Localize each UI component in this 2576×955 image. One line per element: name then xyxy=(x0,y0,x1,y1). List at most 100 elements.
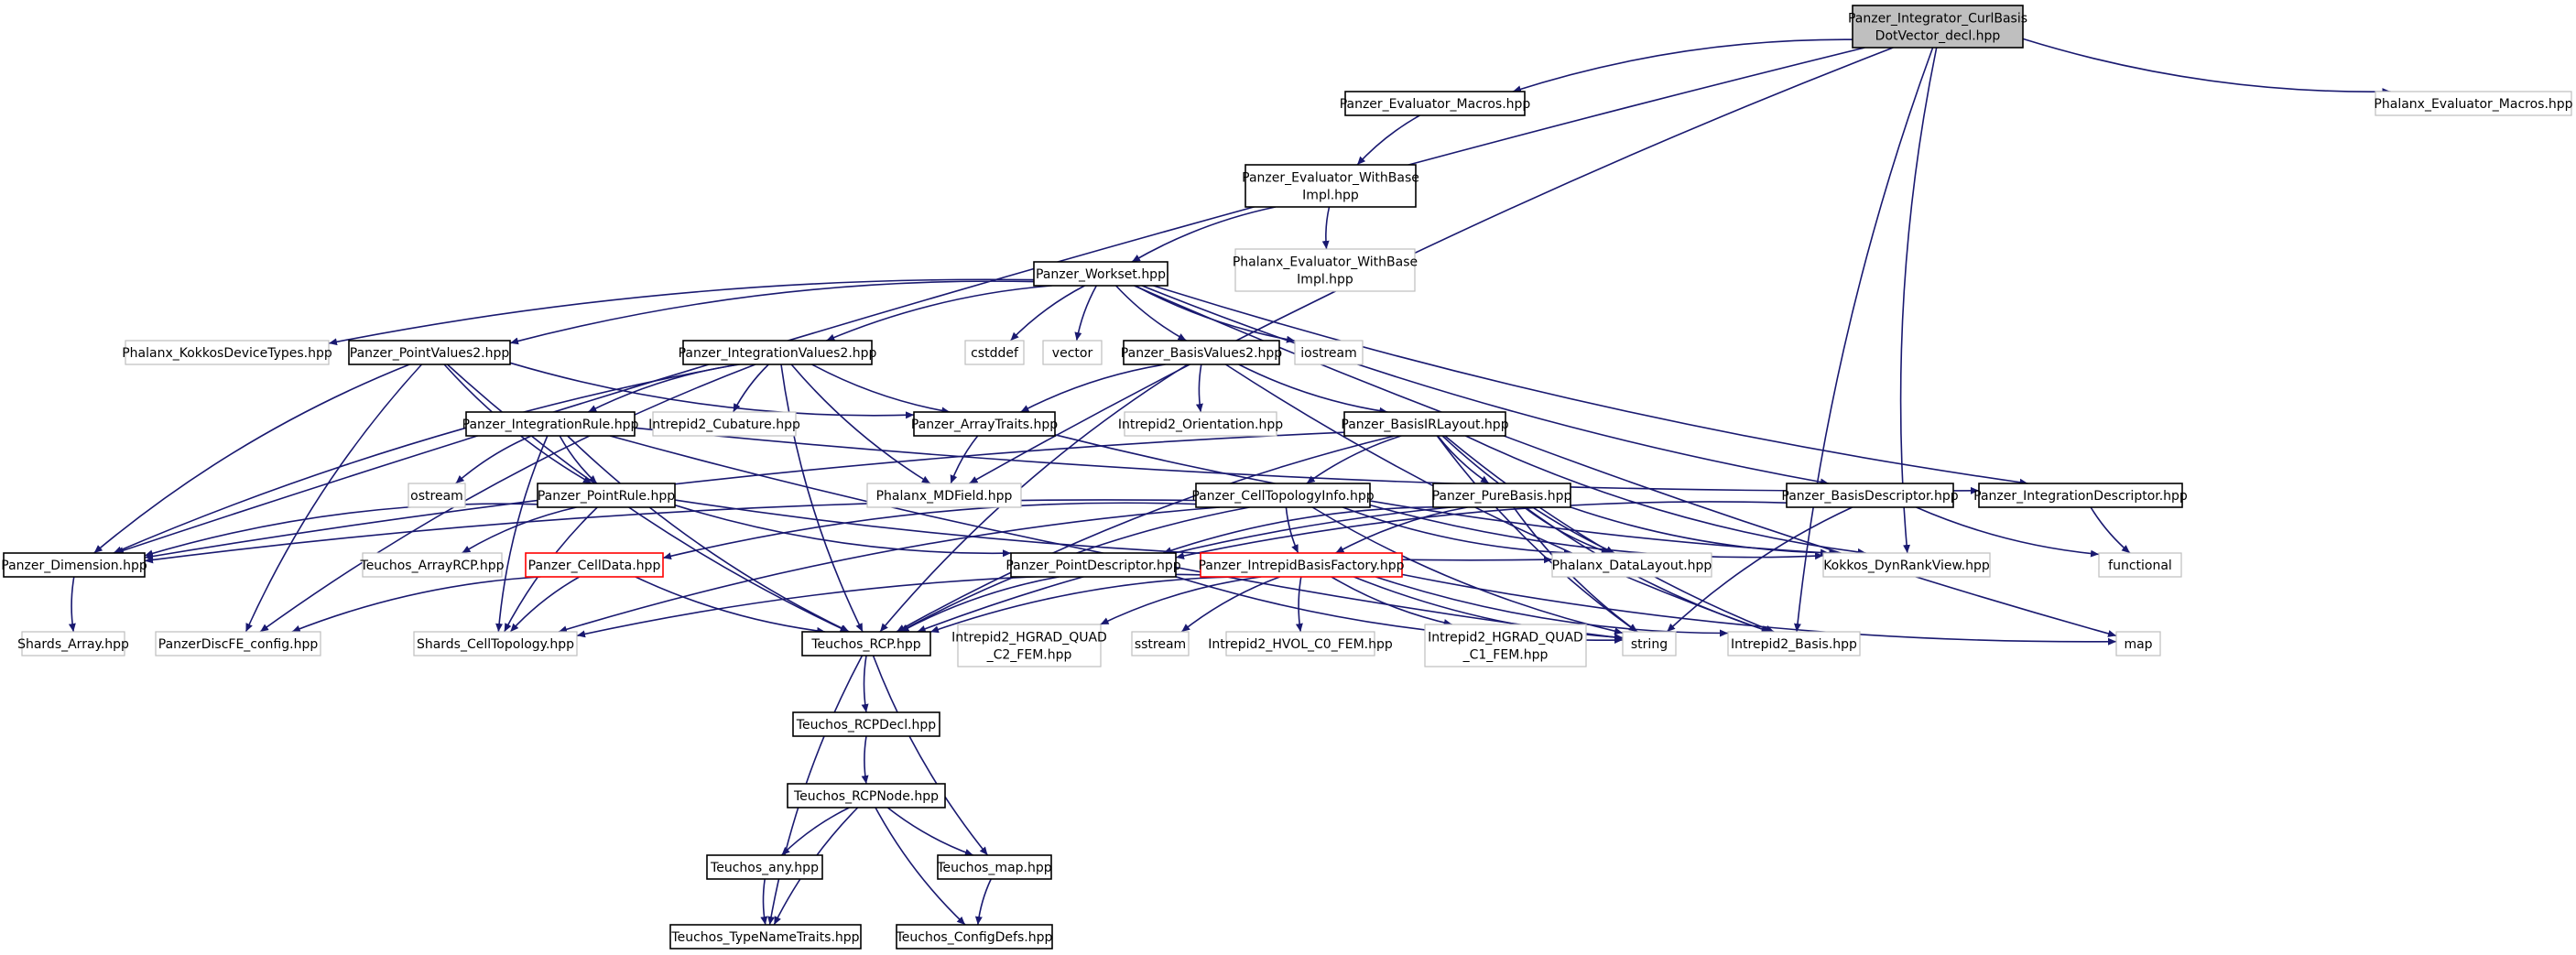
node-bv2[interactable]: Panzer_BasisValues2.hpp xyxy=(1121,340,1283,365)
node-tcfg[interactable]: Teuchos_ConfigDefs.hpp xyxy=(896,924,1053,950)
node-label: Panzer_IntegrationDescriptor.hpp xyxy=(1973,489,2188,504)
node-datalay: Phalanx_DataLayout.hpp xyxy=(1551,552,1712,578)
node-tntr[interactable]: Teuchos_TypeNameTraits.hpp xyxy=(669,924,862,950)
node-arrtr[interactable]: Panzer_ArrayTraits.hpp xyxy=(911,411,1058,437)
node-pv2[interactable]: Panzer_PointValues2.hpp xyxy=(348,340,511,365)
edge-ibf-to-hvol xyxy=(1295,576,1303,633)
node-label: Phalanx_Evaluator_Macros.hpp xyxy=(2374,97,2572,112)
node-celldata[interactable]: Panzer_CellData.hpp xyxy=(525,552,664,578)
node-label: Phalanx_MDField.hpp xyxy=(876,489,1013,504)
node-box-cstddef xyxy=(964,340,1025,365)
node-label: Intrepid2_HGRAD_QUAD xyxy=(1428,631,1583,646)
node-box-arcp xyxy=(362,552,503,578)
node-hvol: Intrepid2_HVOL_C0_FEM.hpp xyxy=(1208,631,1393,657)
node-ibf[interactable]: Panzer_IntrepidBasisFactory.hpp xyxy=(1198,552,1405,578)
node-box-phevwb xyxy=(1234,248,1416,292)
edge-irule-to-rcp xyxy=(567,435,850,633)
edge-iv2-to-rcp xyxy=(780,364,864,633)
edge-pbasis-to-pdesc xyxy=(1163,506,1434,554)
edge-bdesc-to-string xyxy=(1666,506,1853,633)
node-tany[interactable]: Teuchos_any.hpp xyxy=(706,854,823,880)
edge-birl-to-dim xyxy=(144,431,1345,560)
node-box-pdfe xyxy=(155,631,321,657)
node-cstddef: cstddef xyxy=(964,340,1025,365)
node-label: functional xyxy=(2108,559,2172,573)
node-label: Panzer_BasisValues2.hpp xyxy=(1121,346,1283,361)
node-box-bdesc xyxy=(1786,483,1954,508)
node-kdrv: Kokkos_DynRankView.hpp xyxy=(1822,552,1991,578)
edge-ibf-to-shardsct xyxy=(576,573,1201,638)
node-irule[interactable]: Panzer_IntegrationRule.hpp xyxy=(462,411,639,437)
node-box-tmap xyxy=(937,854,1052,880)
edge-irule-to-shardsct xyxy=(495,435,549,633)
node-root[interactable]: Panzer_Integrator_CurlBasisDotVector_dec… xyxy=(1848,5,2027,49)
node-phevmac: Phalanx_Evaluator_Macros.hpp xyxy=(2374,91,2573,116)
node-box-prule xyxy=(537,483,676,508)
edge-pv2-to-pdfe xyxy=(245,364,423,633)
edge-rcp-to-tmap xyxy=(872,655,989,856)
node-ostream: ostream xyxy=(408,483,466,508)
node-box-birl xyxy=(1343,411,1506,437)
edge-rcpdecl-to-rcpnode xyxy=(861,735,869,785)
node-box-pv2 xyxy=(348,340,511,365)
node-box-root xyxy=(1852,5,2024,49)
node-kokdev: Phalanx_KokkosDeviceTypes.hpp xyxy=(122,340,332,365)
node-birl[interactable]: Panzer_BasisIRLayout.hpp xyxy=(1341,411,1509,437)
node-dim[interactable]: Panzer_Dimension.hpp xyxy=(1,552,147,578)
node-label: Kokkos_DynRankView.hpp xyxy=(1823,559,1990,573)
node-rcpdecl[interactable]: Teuchos_RCPDecl.hpp xyxy=(792,711,940,737)
node-label: DotVector_decl.hpp xyxy=(1875,29,2001,44)
node-pdesc[interactable]: Panzer_PointDescriptor.hpp xyxy=(1005,552,1181,578)
node-idesc[interactable]: Panzer_IntegrationDescriptor.hpp xyxy=(1973,483,2188,508)
node-ctinfo[interactable]: Panzer_CellTopologyInfo.hpp xyxy=(1191,483,1375,508)
edge-celldata-to-pdfe xyxy=(291,576,541,633)
node-evmac[interactable]: Panzer_Evaluator_Macros.hpp xyxy=(1340,91,1531,116)
node-prule[interactable]: Panzer_PointRule.hpp xyxy=(537,483,676,508)
node-pbasis[interactable]: Panzer_PureBasis.hpp xyxy=(1432,483,1572,508)
node-label: Panzer_ArrayTraits.hpp xyxy=(911,418,1058,432)
edge-irule-to-idesc xyxy=(634,427,1980,494)
edge-birl-to-kdrv xyxy=(1465,435,1866,556)
node-label: Panzer_PureBasis.hpp xyxy=(1432,489,1572,504)
node-bdesc[interactable]: Panzer_BasisDescriptor.hpp xyxy=(1781,483,1959,508)
node-box-string xyxy=(1622,631,1677,657)
node-label: Phalanx_DataLayout.hpp xyxy=(1552,559,1712,573)
edge-evwb-to-phevwb xyxy=(1321,206,1331,250)
node-label: Intrepid2_Cubature.hpp xyxy=(648,418,800,432)
node-label: Panzer_Integrator_CurlBasis xyxy=(1848,12,2027,27)
edge-evmac-to-evwb xyxy=(1356,114,1420,166)
node-functional: functional xyxy=(2098,552,2182,578)
node-box-tntr xyxy=(669,924,862,950)
node-rcp[interactable]: Teuchos_RCP.hpp xyxy=(801,631,931,657)
node-box-shardsarr xyxy=(21,631,125,657)
node-box-hvol xyxy=(1225,631,1375,657)
node-box-sstream xyxy=(1131,631,1190,657)
node-box-idesc xyxy=(1978,483,2183,508)
node-box-evwb xyxy=(1245,164,1417,208)
edge-bdesc-to-pdesc xyxy=(1175,501,1788,559)
edge-ibf-to-sstream xyxy=(1180,576,1280,633)
node-iv2[interactable]: Panzer_IntegrationValues2.hpp xyxy=(679,340,877,365)
node-rcpnode[interactable]: Teuchos_RCPNode.hpp xyxy=(787,783,946,808)
edge-arrtr-to-mdf xyxy=(950,435,979,484)
node-tmap[interactable]: Teuchos_map.hpp xyxy=(936,854,1052,880)
node-label: Panzer_PointRule.hpp xyxy=(538,489,675,504)
node-box-rcpdecl xyxy=(792,711,940,737)
node-label: Panzer_IntrepidBasisFactory.hpp xyxy=(1198,559,1404,573)
edge-arrtr-to-kdrv xyxy=(1054,434,1830,557)
node-label: Impl.hpp xyxy=(1302,189,1359,203)
edge-workset-to-kokdev xyxy=(328,278,1035,346)
node-box-mdf xyxy=(866,483,1022,508)
node-label: Panzer_CellTopologyInfo.hpp xyxy=(1191,489,1374,504)
node-label: _C1_FEM.hpp xyxy=(1462,648,1549,663)
node-workset[interactable]: Panzer_Workset.hpp xyxy=(1033,261,1168,287)
node-box-irule xyxy=(465,411,636,437)
edge-rcpnode-to-tmap xyxy=(886,807,973,856)
edge-root-to-ibasis xyxy=(1793,47,1934,633)
node-sstream: sstream xyxy=(1131,631,1190,657)
node-label: Teuchos_ArrayRCP.hpp xyxy=(360,559,505,573)
edge-rcpnode-to-tany xyxy=(780,807,850,856)
